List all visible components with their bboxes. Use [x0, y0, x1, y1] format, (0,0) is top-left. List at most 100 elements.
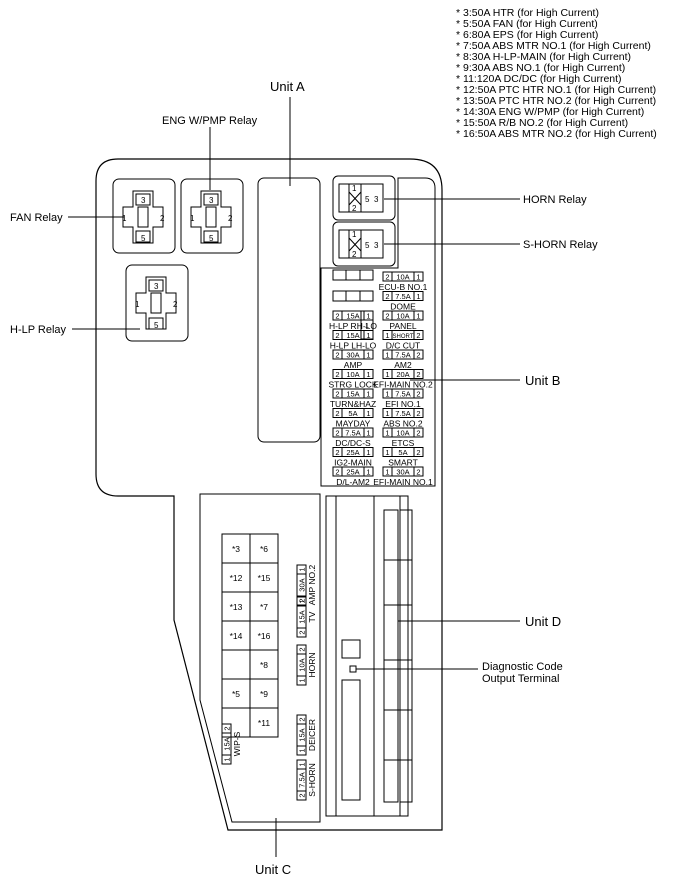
fuse-rating: 10A	[346, 370, 359, 379]
fuse-pin: 1	[385, 351, 389, 360]
high-current-note: * 5:50A FAN (for High Current)	[456, 18, 598, 30]
fuse-name: SMART	[388, 458, 418, 468]
fuse-pin: 2	[335, 409, 339, 418]
fuse-pin: 2	[298, 630, 307, 634]
fuse-name: WIP-S	[232, 731, 242, 756]
fuse-name: DEICER	[307, 719, 317, 751]
fuse-pin: 1	[385, 409, 389, 418]
high-current-note: * 13:50A PTC HTR NO.2 (for High Current)	[456, 95, 657, 107]
slot-ref: *9	[260, 689, 268, 699]
unit-b-label: Unit B	[525, 373, 560, 388]
fuse-pin: 1	[385, 429, 389, 438]
fuse-pin: 1	[416, 292, 420, 301]
fuse-rating: 30A	[396, 468, 409, 477]
fuse-pin: 1	[366, 351, 370, 360]
fuse-rating: 7.5A	[298, 772, 307, 787]
unit-d-label: Unit D	[525, 614, 561, 629]
fuse-slot	[249, 707, 279, 738]
fuse-pin: 2	[335, 331, 339, 340]
slot-ref: *5	[232, 689, 240, 699]
fuse-pin: 2	[298, 793, 307, 797]
horn-pin1: 1	[352, 184, 357, 193]
fan-relay-label: FAN Relay	[10, 212, 63, 224]
fuse-box-outline	[95, 158, 443, 831]
fuse-rating: 7.5A	[345, 429, 360, 438]
fuse-pin: 1	[298, 678, 307, 682]
fuse-pin: 1	[366, 312, 370, 321]
fuse-name: HORN	[307, 652, 317, 677]
eng-relay-pin3: 3	[209, 196, 214, 205]
slot-ref: *7	[260, 602, 268, 612]
fuse-slot	[221, 649, 251, 680]
fuse-rating: 30A	[298, 578, 307, 591]
fuse-rating: 30A	[346, 351, 359, 360]
fuse-name: DC/DC-S	[335, 438, 371, 448]
hlp-relay-pin2: 2	[173, 300, 178, 309]
slot-ref: *12	[230, 573, 243, 583]
fuse-pin: 2	[335, 370, 339, 379]
fuse-pin: 1	[385, 468, 389, 477]
fuse-pin: 1	[385, 448, 389, 457]
slot-ref: *16	[258, 631, 271, 641]
fuse-pin: 1	[298, 748, 307, 752]
fuse-pin: 2	[385, 312, 389, 321]
fuse-pin: 1	[298, 762, 307, 766]
fuse-name: AM2	[394, 360, 412, 370]
fuse-name: ECU-B NO.1	[379, 282, 428, 292]
fuse-pin: 2	[298, 717, 307, 721]
fuse-pin: 1	[366, 331, 370, 340]
fuse-name: STRG LOCK	[328, 380, 377, 390]
slot-ref: *15	[258, 573, 271, 583]
fuse-pin: 1	[416, 273, 420, 282]
horn-pin5: 5	[365, 195, 370, 204]
fuse-name: MAYDAY	[336, 419, 371, 429]
fuse-rating: 10A	[298, 658, 307, 671]
fuse-name: ABS NO.2	[383, 419, 422, 429]
unit-a-label: Unit A	[270, 79, 305, 94]
slot-ref: *11	[258, 718, 270, 728]
fuse-pin: 1	[385, 390, 389, 399]
fuse-pin: 1	[366, 468, 370, 477]
horn-pin3: 3	[374, 195, 379, 204]
fuse-pin: 1	[416, 312, 420, 321]
fuse-name: AMP NO.2	[307, 564, 317, 605]
shorn-pin5: 5	[365, 241, 370, 250]
fuse-rating: 7.5A	[395, 351, 410, 360]
diagnostic-terminal-label-1: Diagnostic Code	[482, 661, 563, 673]
fuse-pin: 2	[416, 429, 420, 438]
fuse-name: S-HORN	[307, 763, 317, 797]
fuse-name: H-LP RH-LO	[329, 321, 377, 331]
slot-ref: *8	[260, 660, 268, 670]
fuse-rating: 5A	[348, 409, 357, 418]
high-current-note: * 8:30A H-LP-MAIN (for High Current)	[456, 51, 632, 63]
fuse-pin: 2	[335, 390, 339, 399]
horn-relay	[332, 175, 396, 221]
fuse-pin: 2	[385, 292, 389, 301]
fuse-rating: 15A	[223, 737, 232, 750]
high-current-note: * 14:30A ENG W/PMP (for High Current)	[456, 106, 645, 118]
fuse-name: TURN&HAZ	[330, 399, 376, 409]
fan-relay	[112, 178, 176, 254]
fuse-rating: 5A	[398, 448, 407, 457]
eng-wpmp-relay	[180, 178, 244, 254]
high-current-note: * 16:50A ABS MTR NO.2 (for High Current)	[456, 128, 657, 140]
slot-ref: *6	[260, 544, 268, 554]
unit-c-label: Unit C	[255, 862, 291, 877]
